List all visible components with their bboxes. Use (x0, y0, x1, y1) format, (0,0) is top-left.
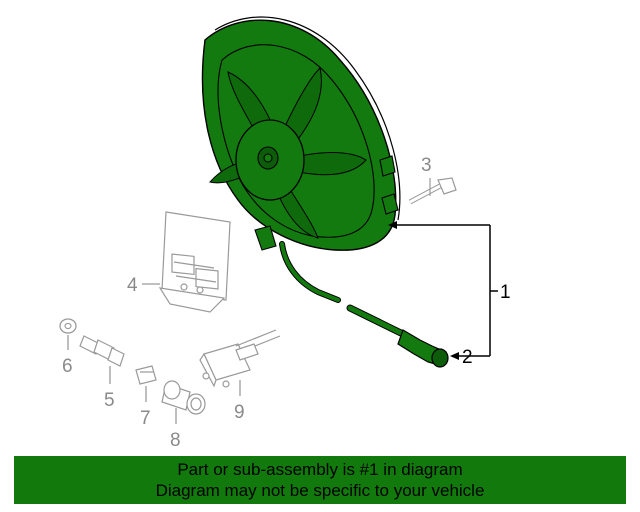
part-7-plug[interactable] (135, 365, 157, 385)
part-1-fan-assembly[interactable] (201, 16, 449, 368)
callout-4: 4 (127, 275, 138, 296)
fan-shroud-rim (214, 16, 401, 221)
part-3-bolt[interactable] (408, 177, 457, 205)
callout-2: 2 (462, 347, 473, 368)
fan-mount-tab (379, 155, 396, 177)
fan-connector-plug (431, 348, 449, 368)
fan-inner-ring (217, 44, 375, 238)
callout-leader-1-2 (388, 221, 498, 360)
parts-diagram: 1 2 3 4 6 5 7 (59, 16, 511, 451)
callout-6: 6 (62, 356, 73, 377)
callout-9: 9 (234, 402, 245, 423)
part-5-sensor[interactable] (79, 335, 125, 367)
fan-hub-nut (263, 153, 273, 163)
part-6-washer[interactable] (59, 318, 77, 334)
banner-line-1: Part or sub-assembly is #1 in diagram (177, 460, 463, 479)
callout-3: 3 (421, 155, 432, 176)
fan-mount-tab (381, 193, 399, 215)
callout-1: 1 (500, 282, 511, 303)
callout-5: 5 (104, 390, 115, 411)
callout-7: 7 (140, 408, 151, 429)
part-8-switch[interactable] (161, 380, 206, 415)
callout-8: 8 (170, 430, 181, 451)
part-9-relay[interactable] (199, 329, 281, 388)
banner-line-2: Diagram may not be specific to your vehi… (155, 481, 485, 500)
part-4-resistor-bracket[interactable] (158, 211, 231, 313)
fan-wire-harness (279, 241, 341, 303)
info-banner: Part or sub-assembly is #1 in diagram Di… (14, 456, 626, 504)
fan-mount-tab (254, 225, 277, 251)
